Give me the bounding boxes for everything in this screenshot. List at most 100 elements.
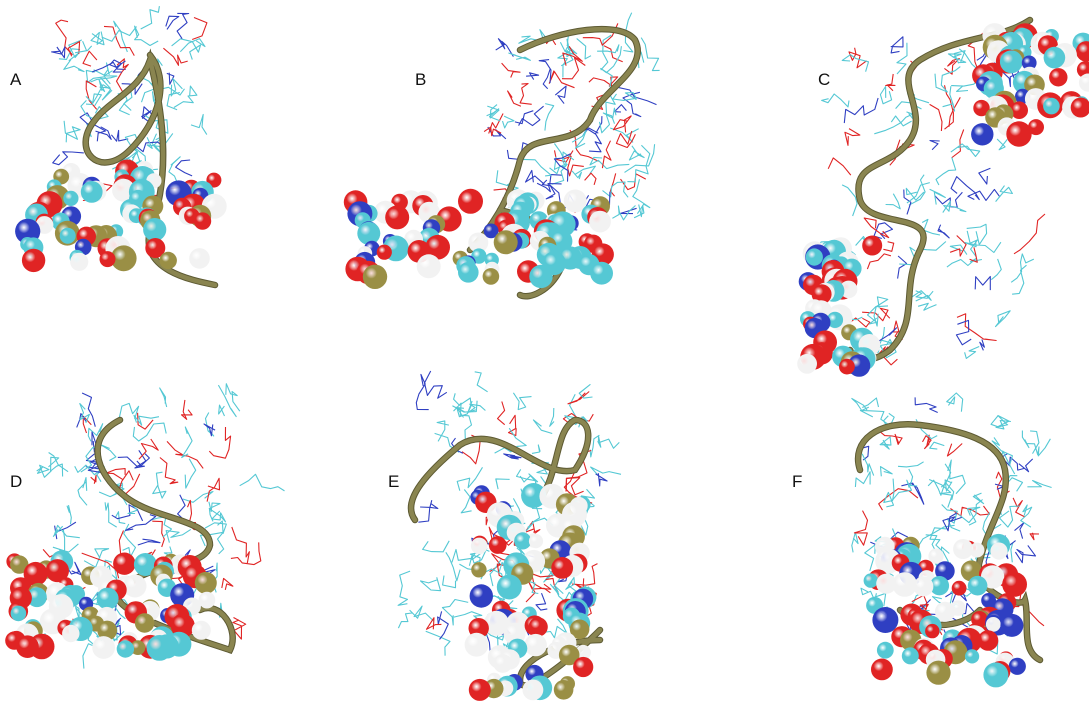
atom-sphere [113,552,136,575]
panel-label-a: A [10,70,22,89]
bond-sticks [541,174,563,187]
bond-sticks [79,402,90,424]
atom-sphere [130,640,146,655]
bond-sticks [409,605,435,622]
bond-sticks [612,205,636,221]
atom-sphere [1008,657,1026,675]
bond-sticks [906,182,930,204]
bond-sticks [548,70,575,89]
bond-sticks [495,478,510,490]
bond-sticks [460,489,472,514]
atom-sphere [983,662,1009,688]
bond-sticks [104,559,118,580]
atom-sphere [971,123,994,146]
bond-sticks [82,50,98,67]
atom-sphere [935,561,955,581]
bond-sticks [861,445,870,461]
bond-sticks [564,415,588,428]
bond-sticks [110,129,129,142]
atom-sphere [191,620,211,640]
bond-sticks [508,52,531,61]
bond-sticks [418,500,433,523]
atom-sphere [985,617,1001,632]
bond-sticks [549,583,564,595]
bond-sticks [883,478,895,508]
atom-sphere [977,630,999,651]
bond-sticks [588,76,619,87]
atom-sphere [483,610,509,636]
bond-sticks [231,526,250,564]
atom-sphere [1078,73,1089,92]
bond-sticks [863,217,890,239]
atom-sphere [496,574,522,600]
bond-sticks [885,193,901,210]
bond-sticks [890,36,904,54]
bond-sticks [947,459,966,495]
atom-sphere [522,679,544,701]
atom-sphere [376,244,392,260]
atom-sphere [913,576,934,597]
bond-sticks [922,434,932,450]
bond-sticks [115,511,126,525]
bond-sticks [90,474,97,484]
bond-sticks [929,103,943,132]
atom-sphere [80,181,103,203]
bond-sticks [559,41,575,56]
atom-sphere [551,557,574,579]
structure-c [797,16,1089,377]
atom-sphere [589,210,611,233]
bond-sticks [967,188,1000,201]
bond-sticks [600,46,622,88]
atom-sphere [362,264,388,289]
structure-d [5,383,285,669]
atom-sphere [558,644,580,666]
atom-sphere [189,248,210,269]
bond-sticks [206,477,221,502]
atom-sphere [981,593,996,608]
bond-sticks [578,384,593,399]
bond-sticks [531,444,541,454]
atom-sphere [1006,121,1032,147]
bond-sticks [474,371,488,393]
bond-sticks [397,570,411,606]
bond-sticks [899,246,916,266]
bond-sticks [140,6,160,30]
bond-sticks [873,296,889,327]
bond-sticks [525,580,551,603]
atom-sphere [357,221,381,245]
bond-sticks [74,464,105,482]
bond-sticks [453,402,473,440]
bond-sticks [132,422,167,442]
bond-sticks [853,510,869,546]
atom-sphere [1021,55,1037,71]
bond-sticks [217,384,237,418]
bond-sticks [950,143,981,158]
bond-sticks [937,224,950,239]
bond-sticks [943,85,954,130]
bond-sticks [221,577,234,591]
atom-sphere [553,680,574,700]
bond-sticks [523,158,552,177]
bond-sticks [425,630,451,656]
bond-sticks [456,467,483,491]
bond-sticks [179,38,206,53]
bond-sticks [545,184,561,203]
atom-sphere [797,353,817,374]
atom-sphere [45,559,69,583]
atom-sphere [96,587,119,610]
bond-sticks [1012,264,1027,295]
bond-sticks [133,414,160,426]
atom-sphere [470,537,488,555]
bond-sticks [883,241,895,252]
bond-sticks [165,528,192,543]
bond-sticks [948,97,961,127]
bond-sticks [927,479,955,501]
bond-sticks [93,62,110,76]
bond-sticks [445,552,461,582]
structure-f [851,392,1052,688]
bond-sticks [549,151,575,175]
bond-sticks [1029,532,1040,541]
bond-sticks [841,184,858,217]
bond-sticks [425,617,442,630]
bond-sticks [501,115,515,129]
